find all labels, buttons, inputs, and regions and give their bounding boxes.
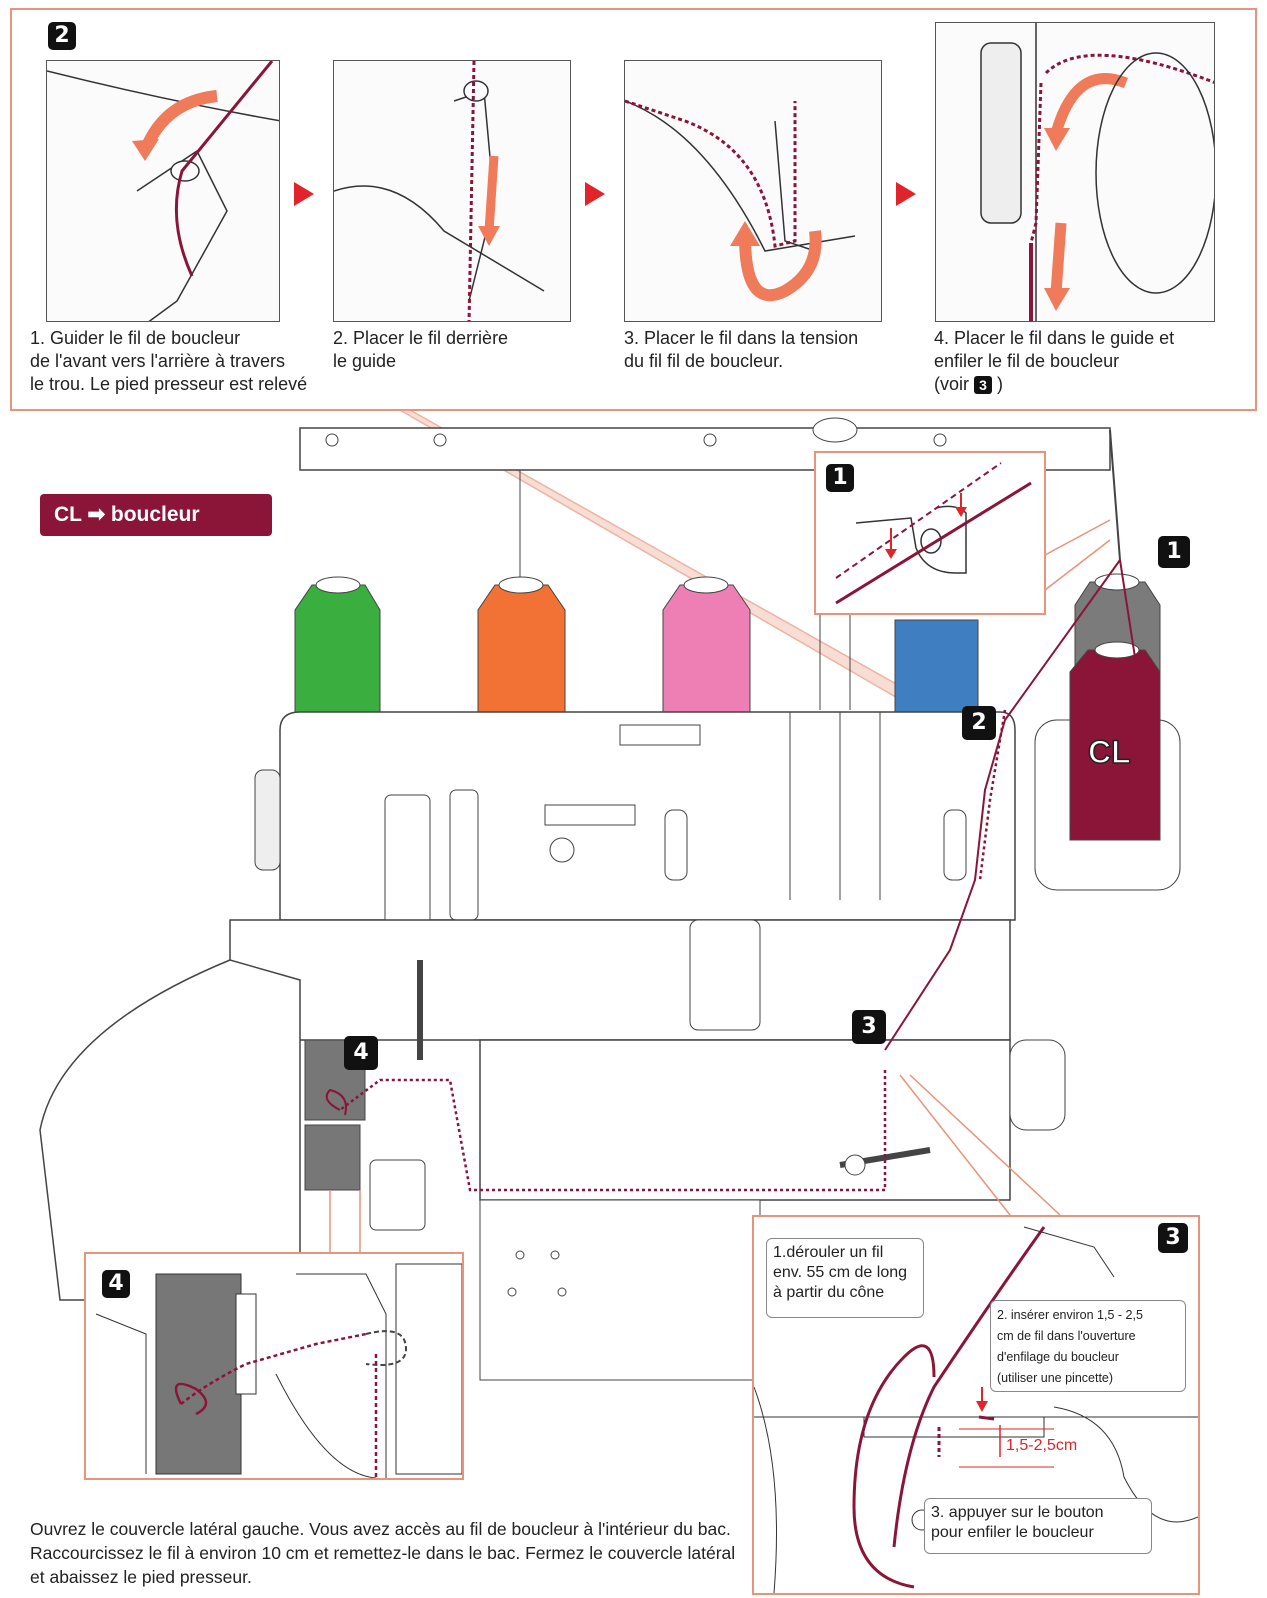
cone-cl-label: CL xyxy=(1087,733,1131,771)
step-4-drawing xyxy=(980,23,1214,321)
callout-press-button: 3. appuyer sur le bouton pour enfiler le… xyxy=(924,1498,1152,1554)
inset-4-drawing xyxy=(95,1263,462,1478)
inset-1-drawing xyxy=(835,462,1032,605)
step-4-illustration xyxy=(935,22,1215,322)
next-arrow xyxy=(896,182,916,206)
marker-1: 1 xyxy=(1158,536,1190,568)
step-2-caption: 2. Placer le fil derrière le guide xyxy=(333,328,509,371)
instruction-paragraph: Ouvrez le couvercle latéral gauche. Vous… xyxy=(30,1519,736,1587)
inset-1-badge: 1 xyxy=(826,464,854,492)
measure-label: 1,5-2,5cm xyxy=(1006,1437,1078,1454)
callout-insert-thread: 2. insérer environ 1,5 - 2,5 cm de fil d… xyxy=(990,1300,1186,1392)
inset-3-badge: 3 xyxy=(1158,1223,1188,1253)
marker-3: 3 xyxy=(852,1010,886,1044)
inset-4-badge: 4 xyxy=(102,1270,130,1298)
see-prefix: (voir xyxy=(934,374,969,394)
cl-to-looper-tag: CL ➡ boucleur xyxy=(40,494,272,536)
next-arrow xyxy=(585,182,605,206)
callout-unwind-thread: 1.dérouler un fil env. 55 cm de long à p… xyxy=(766,1238,924,1318)
step-1-caption: 1. Guider le fil de boucleur de l'avant … xyxy=(30,328,308,394)
marker-2: 2 xyxy=(962,706,996,740)
marker-4: 4 xyxy=(344,1036,378,1070)
step-1-illustration xyxy=(46,60,280,322)
see-step-3-reference: (voir 3 ) xyxy=(934,373,1003,396)
step-3-illustration xyxy=(624,60,882,322)
step2-badge: 2 xyxy=(48,22,76,50)
inset-4-looper-cover xyxy=(84,1252,464,1480)
inset-3-drawing xyxy=(754,1226,1198,1593)
step-3-drawing xyxy=(625,99,856,302)
step-2-illustration xyxy=(333,60,571,322)
see-badge: 3 xyxy=(974,376,993,394)
next-arrow xyxy=(294,182,314,206)
step-1-drawing xyxy=(47,61,279,321)
step-3-caption: 3. Placer le fil dans la tension du fil … xyxy=(624,328,859,371)
see-suffix: ) xyxy=(997,374,1004,394)
step-2-drawing xyxy=(334,61,545,321)
step-4-caption: 4. Placer le fil dans le guide et enfile… xyxy=(934,328,1175,371)
